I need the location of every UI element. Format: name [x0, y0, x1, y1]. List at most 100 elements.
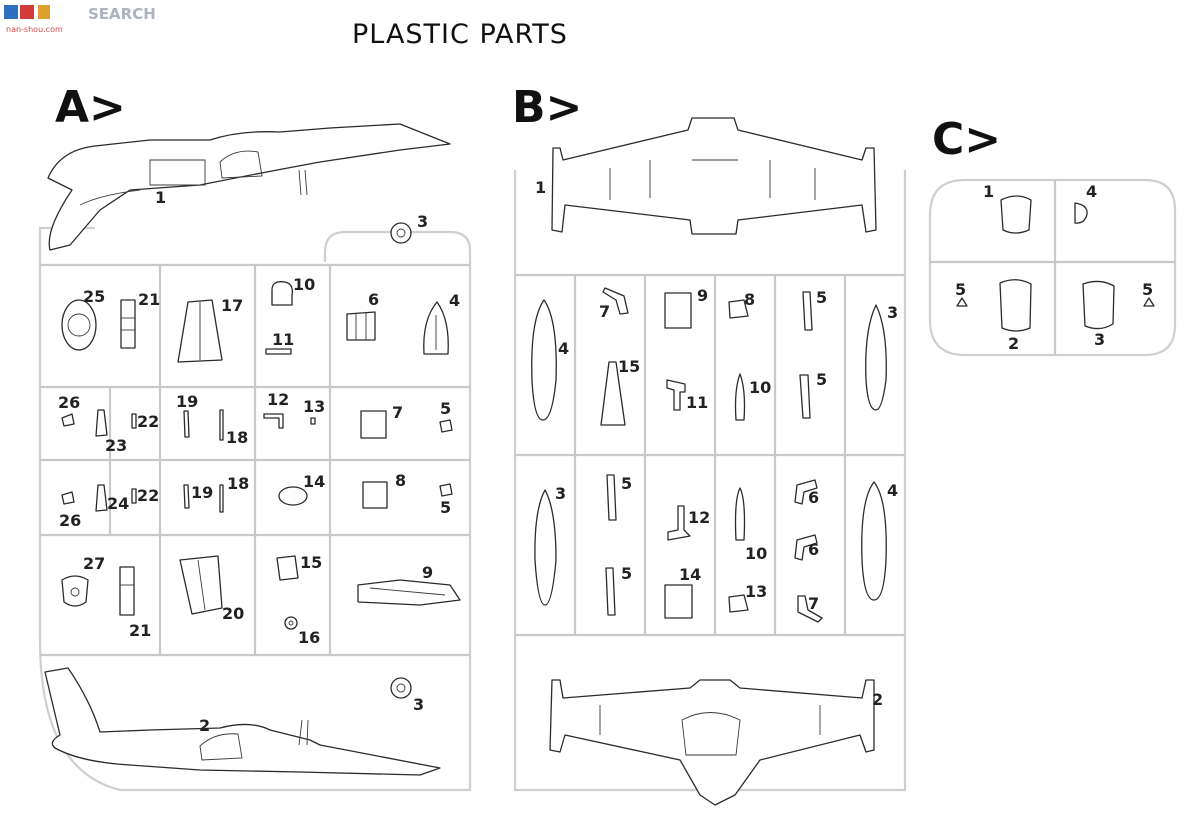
- part-b7: [602, 287, 629, 315]
- part-b5a: [802, 291, 813, 331]
- sprue-a: A>: [38, 82, 472, 792]
- part-label: 2: [872, 690, 883, 709]
- part-a3-wheel-b: [390, 677, 412, 699]
- part-a9: [357, 579, 461, 606]
- part-a21: [120, 299, 136, 349]
- part-a11: [265, 348, 292, 355]
- part-label: 22: [137, 486, 159, 505]
- part-b12: [667, 505, 691, 541]
- part-a23: [95, 409, 108, 437]
- part-label: 3: [413, 695, 424, 714]
- part-a18: [219, 409, 224, 441]
- part-a15: [276, 555, 299, 581]
- part-b6a: [794, 479, 818, 505]
- part-label: 4: [887, 481, 898, 500]
- part-label: 26: [59, 511, 81, 530]
- part-a8: [362, 481, 388, 509]
- part-label: 3: [417, 212, 428, 231]
- part-b8: [728, 299, 749, 319]
- part-b3b-tank: [534, 489, 557, 606]
- part-label: 19: [176, 392, 198, 411]
- part-label: 19: [191, 483, 213, 502]
- part-label: 18: [227, 474, 249, 493]
- part-a26: [61, 413, 75, 427]
- part-a22: [131, 413, 137, 429]
- part-label: 1: [535, 178, 546, 197]
- logo-icon: [38, 5, 50, 19]
- part-label: 21: [138, 290, 160, 309]
- part-b13: [728, 594, 749, 613]
- part-b7b: [797, 595, 823, 623]
- part-label: 15: [618, 357, 640, 376]
- part-label: 4: [1086, 182, 1097, 201]
- part-b6b: [794, 534, 818, 561]
- part-label: 13: [303, 397, 325, 416]
- part-label: 9: [697, 286, 708, 305]
- part-a12: [263, 413, 284, 429]
- part-a24: [95, 484, 108, 512]
- part-label: 17: [221, 296, 243, 315]
- part-label: 5: [621, 564, 632, 583]
- part-b5d: [605, 567, 616, 616]
- part-b5c: [606, 474, 617, 521]
- part-label: 24: [107, 494, 129, 513]
- part-label: 5: [440, 498, 451, 517]
- part-label: 8: [395, 471, 406, 490]
- part-label: 7: [808, 594, 819, 613]
- logo-icon: [20, 5, 34, 19]
- part-a7: [360, 410, 387, 439]
- part-b10b: [734, 487, 746, 541]
- part-label: 6: [808, 488, 819, 507]
- part-label: 1: [983, 182, 994, 201]
- part-label: 6: [368, 290, 379, 309]
- part-label: 15: [300, 553, 322, 572]
- part-b14: [664, 584, 693, 619]
- part-label: 25: [83, 287, 105, 306]
- part-label: 21: [129, 621, 151, 640]
- part-label: 10: [745, 544, 767, 563]
- part-b4-tank: [531, 299, 557, 421]
- part-label: 16: [298, 628, 320, 647]
- part-a16: [284, 616, 298, 630]
- watermark: SEARCH nan-shou.com: [4, 5, 156, 34]
- part-label: 6: [808, 540, 819, 559]
- part-a13: [310, 417, 316, 425]
- part-label: 14: [679, 565, 701, 584]
- part-label: 22: [137, 412, 159, 431]
- part-label: 11: [686, 393, 708, 412]
- part-b11: [666, 379, 686, 411]
- part-a2-fuselage: [44, 667, 441, 776]
- part-label: 11: [272, 330, 294, 349]
- sprue-b: B>: [512, 82, 907, 806]
- part-label: 4: [558, 339, 569, 358]
- part-c2-canopy: [999, 279, 1032, 332]
- part-label: 5: [955, 280, 966, 299]
- part-label: 3: [887, 303, 898, 322]
- part-label: 14: [303, 472, 325, 491]
- part-label: 5: [1142, 280, 1153, 299]
- part-b3-tank: [865, 304, 887, 411]
- part-a27: [61, 575, 89, 607]
- part-label: 7: [392, 403, 403, 422]
- part-label: 7: [599, 302, 610, 321]
- part-label: 26: [58, 393, 80, 412]
- part-c1-canopy: [1000, 195, 1032, 234]
- part-a21b: [119, 566, 135, 616]
- part-label: 1: [155, 188, 166, 207]
- part-a26b: [61, 491, 75, 505]
- part-a19: [183, 410, 190, 438]
- part-label: 20: [222, 604, 244, 623]
- part-a10: [271, 281, 293, 306]
- part-b4b-tank: [861, 481, 887, 601]
- logo-icon: [4, 5, 18, 19]
- part-label: 18: [226, 428, 248, 447]
- part-label: 12: [688, 508, 710, 527]
- part-label: 4: [449, 291, 460, 310]
- sprue-c: C>: [928, 114, 1177, 357]
- part-label: 9: [422, 563, 433, 582]
- part-a19b: [183, 484, 190, 509]
- part-c4-light: [1074, 202, 1088, 224]
- part-label: 23: [105, 436, 127, 455]
- part-a5: [439, 419, 453, 433]
